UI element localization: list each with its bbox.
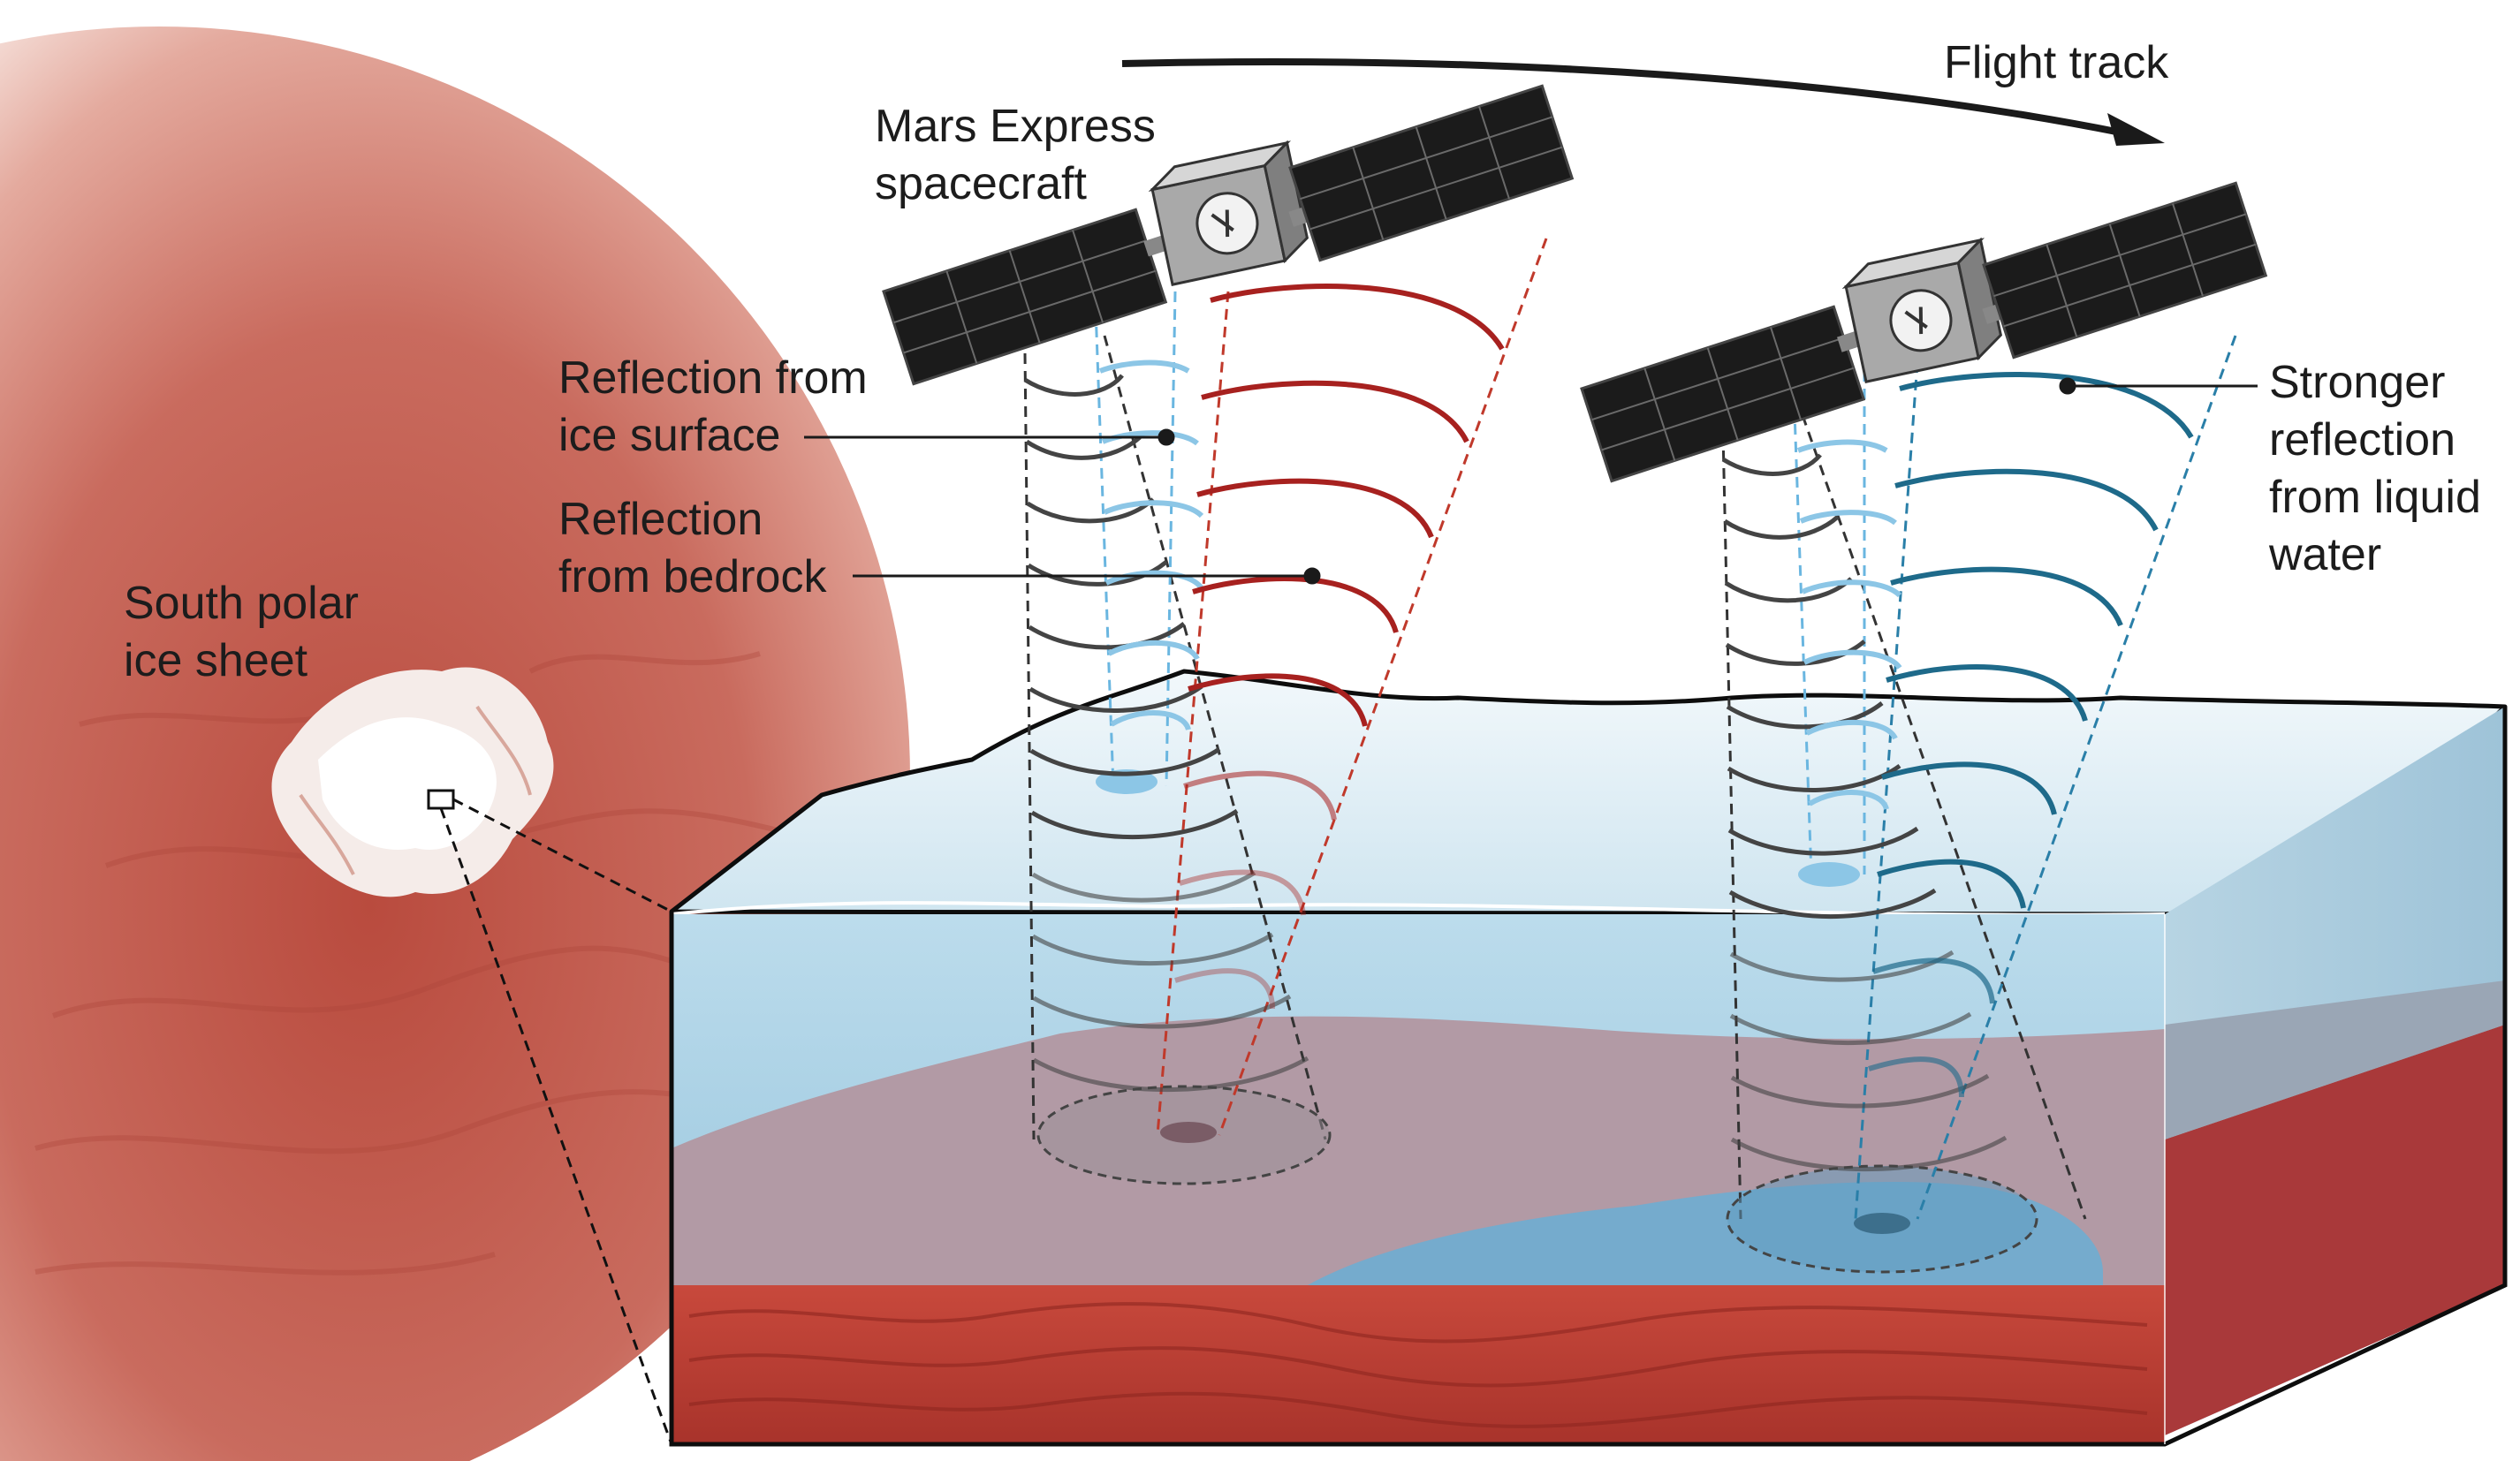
water-reflection-label-line4: water xyxy=(2268,529,2381,580)
bedrock-reflection-label-line1: Reflection xyxy=(558,494,763,545)
flight-track-label: Flight track xyxy=(1944,37,2169,88)
water-reflection-label-line2: reflection xyxy=(2269,414,2455,466)
ice-reflection-label-line2: ice surface xyxy=(558,410,780,461)
left-radar-beam xyxy=(1023,238,1548,1185)
callout-lines xyxy=(804,377,2258,585)
spacecraft-label-line1: Mars Express xyxy=(875,101,1156,152)
ice-sheet-label-line1: South polar xyxy=(124,578,359,629)
flight-track-arrow xyxy=(1121,58,2165,146)
ice-sheet-label-line2: ice sheet xyxy=(124,635,308,686)
solar-panel-left-wing xyxy=(882,208,1168,386)
spacecraft-right xyxy=(1580,181,2268,483)
cross-section-block xyxy=(669,669,2508,1447)
ice-reflection-label-line1: Reflection from xyxy=(558,352,868,404)
water-reflection-label-line1: Stronger xyxy=(2269,357,2445,408)
water-reflection-label-line3: from liquid xyxy=(2269,472,2481,523)
bedrock-reflection-label-line2: from bedrock xyxy=(558,551,827,602)
solar-panel-right-wing xyxy=(1288,84,1575,262)
spacecraft-label-line2: spacecraft xyxy=(875,158,1087,209)
spacecraft-left xyxy=(882,84,1575,386)
text-labels: Flight track Mars Express spacecraft Ref… xyxy=(124,37,2481,686)
right-radar-beam xyxy=(1721,335,2237,1274)
spacecraft-body xyxy=(1148,140,1309,286)
zoom-lines xyxy=(439,798,673,1445)
south-polar-ice-cap xyxy=(271,667,554,897)
